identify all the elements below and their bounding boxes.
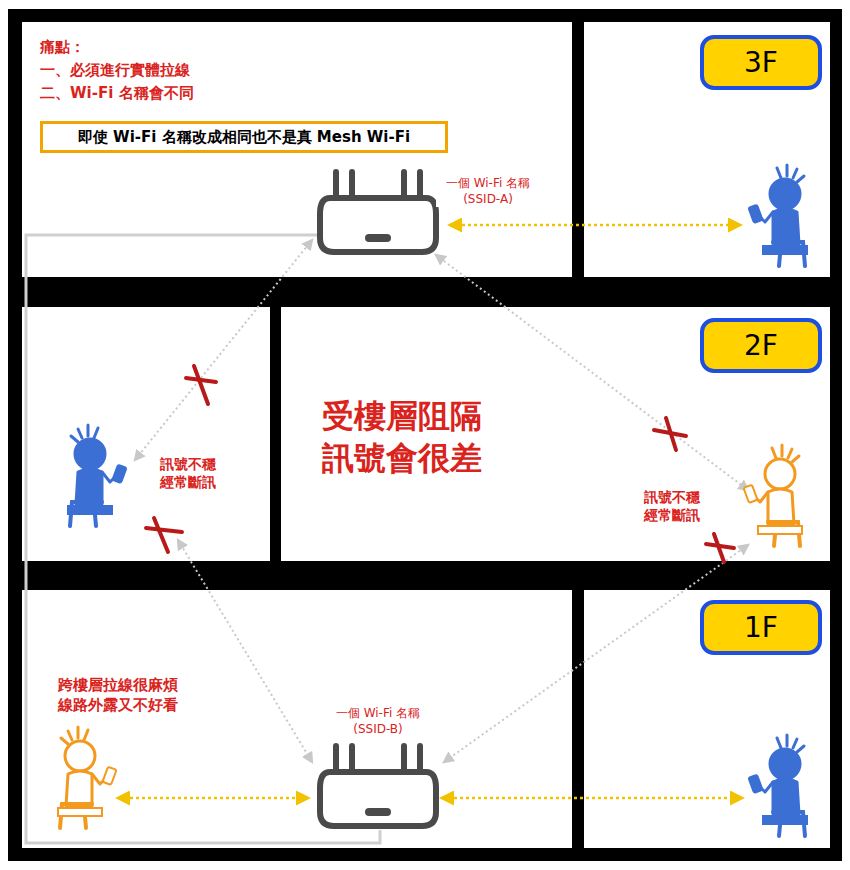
pain-heading-holder: 痛點：	[40, 38, 85, 58]
floor-tag: 3F	[700, 35, 822, 90]
note-box: 即使 Wi-Fi 名稱改成相同也不是真 Mesh Wi-Fi	[40, 121, 448, 153]
person-orange	[744, 445, 802, 546]
node-text: 即使 Wi-Fi 名稱改成相同也不是真 Mesh Wi-Fi	[78, 128, 410, 147]
signal-note: 訊號不穩 經常斷訊	[160, 455, 234, 491]
pain-point: 一、必須進行實體拉線	[40, 61, 190, 81]
ssid-label: 一個 Wi-Fi 名稱 (SSID-B)	[326, 706, 430, 737]
pain-point-holder: 二、Wi-Fi 名稱會不同	[40, 84, 194, 104]
signal-blocked-cross	[146, 360, 734, 562]
signal-note-holder: 訊號不穩 經常斷訊	[160, 455, 234, 491]
node-text: 3F	[744, 46, 778, 79]
pain-point: 二、Wi-Fi 名稱會不同	[40, 84, 194, 104]
ssid-label: 一個 Wi-Fi 名稱 (SSID-A)	[436, 176, 540, 207]
signal-note-holder: 訊號不穩 經常斷訊	[644, 488, 718, 524]
warning-text-holder: 受樓層阻隔 訊號會很差	[322, 396, 512, 479]
signal-note: 訊號不穩 經常斷訊	[644, 488, 718, 524]
node-text: 1F	[744, 611, 778, 644]
person-blue	[749, 735, 807, 836]
cable-note: 跨樓層拉線很麻煩 線路外露又不好看	[58, 676, 208, 715]
person-orange	[58, 727, 116, 828]
person-blue	[749, 165, 807, 266]
cable-note-holder: 跨樓層拉線很麻煩 線路外露又不好看	[58, 676, 208, 715]
router	[320, 172, 436, 252]
ssid-label-holder: 一個 Wi-Fi 名稱 (SSID-B)	[326, 706, 430, 737]
floor-tag: 1F	[700, 600, 822, 655]
warning-text: 受樓層阻隔 訊號會很差	[322, 396, 512, 479]
exposed-cable	[26, 235, 380, 843]
pain-point-holder: 一、必須進行實體拉線	[40, 61, 190, 81]
ssid-label-holder: 一個 Wi-Fi 名稱 (SSID-A)	[436, 176, 540, 207]
node-text: 2F	[744, 329, 778, 362]
router	[320, 746, 436, 826]
person-blue	[68, 425, 126, 526]
floor-tag: 2F	[700, 318, 822, 373]
pain-heading: 痛點：	[40, 38, 85, 58]
